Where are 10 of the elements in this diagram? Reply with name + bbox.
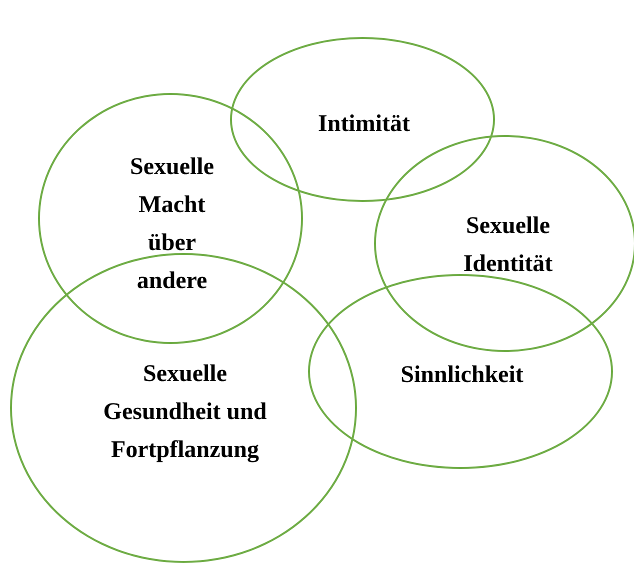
- circle: [10, 253, 357, 563]
- circle: [230, 37, 495, 202]
- circle-label: Sexuelle Identität: [462, 212, 554, 279]
- circle-label: Sinnlichkeit: [400, 361, 524, 390]
- circle-label: Sexuelle Macht über andere: [129, 153, 215, 296]
- circle: [308, 274, 613, 469]
- circle-label: Intimität: [317, 110, 411, 139]
- circle: [374, 135, 634, 352]
- circle-label: Sexuelle Gesundheit und Fortpflanzung: [102, 360, 268, 465]
- circle: [38, 93, 303, 344]
